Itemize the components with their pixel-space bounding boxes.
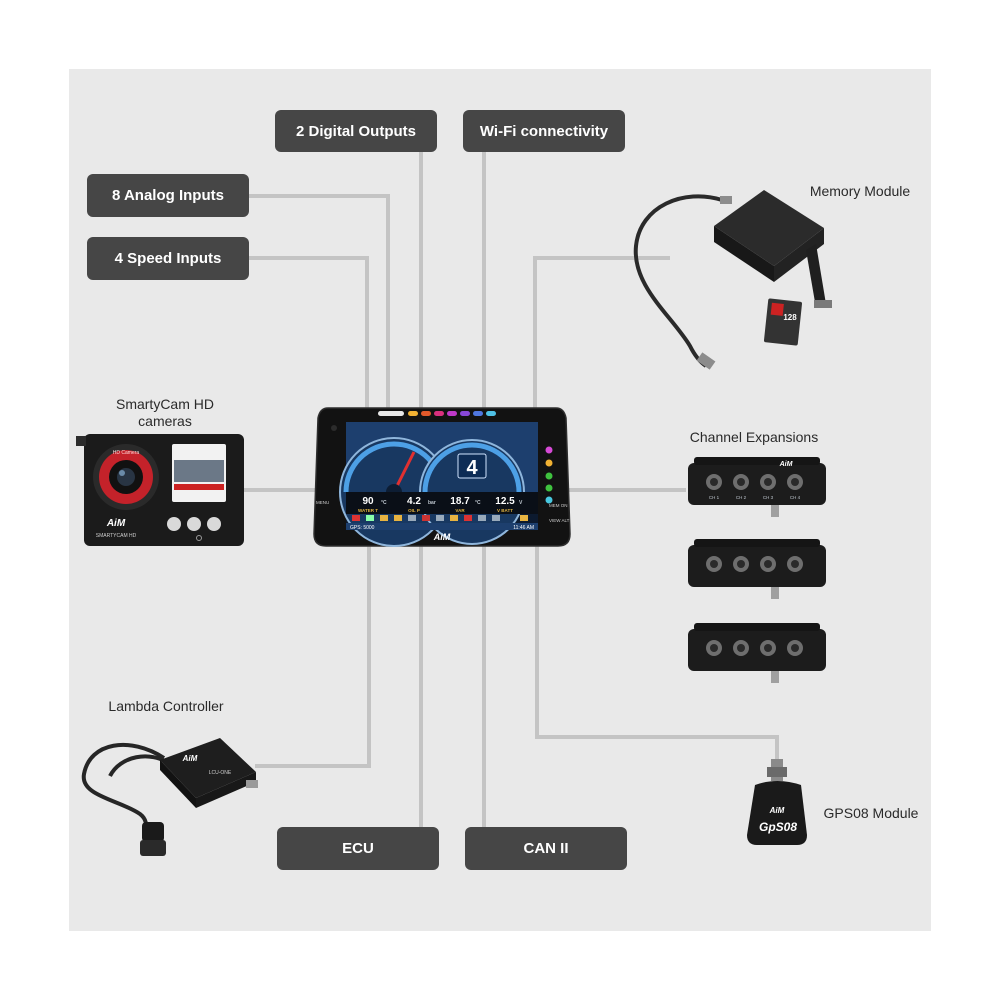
menu-button: MENU — [316, 500, 329, 505]
camera-brand-logo: AiM — [106, 518, 126, 529]
camera-lens-text: HD Camera — [113, 450, 140, 456]
lambda-sensor-plug — [142, 822, 164, 842]
expansion-port-label-4: CH 4 — [790, 495, 801, 500]
var-label: VAR — [455, 508, 465, 513]
sd-card: 128 — [763, 298, 803, 346]
power-icon — [196, 535, 202, 541]
channel-expansions-group: CH 1 CH 2 CH 3 CH 4 AiM — [688, 457, 826, 683]
smartycam-caption-line2: cameras — [138, 413, 192, 429]
vbatt-unit: V — [519, 500, 523, 506]
mem-on-button: MEM ON — [549, 503, 568, 508]
vbatt-value: 12.5 — [495, 496, 515, 507]
expansion-port-label-1: CH 1 — [709, 495, 720, 500]
lambda-brand-logo: AiM — [182, 754, 198, 763]
speed-connector — [248, 256, 369, 412]
memory-module-device: 128 — [633, 190, 832, 370]
memory-module-caption: Memory Module — [809, 183, 911, 199]
memory-cable — [633, 194, 723, 368]
lambda-controller-device: AiM LCU-ONE — [81, 738, 258, 856]
warning-icons-row — [352, 515, 528, 521]
wifi-label: Wi-Fi connectivity — [463, 110, 625, 152]
can-label: CAN II — [465, 827, 627, 870]
analog-inputs-label: 8 Analog Inputs — [87, 174, 249, 217]
lambda-cable — [81, 743, 166, 833]
gps-brand-logo: AiM — [769, 806, 785, 815]
digital-outputs-label: 2 Digital Outputs — [275, 110, 437, 152]
gear-indicator: 4 — [466, 457, 478, 479]
oil-pressure-unit: bar — [428, 500, 436, 506]
memory-connector — [533, 256, 670, 412]
var-value: 18.7 — [450, 496, 470, 507]
lambda-connector — [255, 546, 371, 768]
camera-button-2[interactable] — [187, 517, 201, 531]
smartycam-caption-line1: SmartyCam HD — [115, 396, 214, 412]
water-temp-value: 90 — [362, 496, 374, 507]
gps-model-logo: GpS08 — [759, 820, 797, 834]
water-temp-unit: °C — [381, 500, 387, 506]
view-alt-button: VIEW ALT — [549, 518, 570, 523]
var-unit: °C — [475, 500, 481, 506]
vbatt-label: V BATT — [497, 508, 513, 513]
status-right: 11:46 AM — [513, 525, 534, 531]
channel-expansion-3 — [688, 623, 826, 683]
channel-expansions-caption: Channel Expansions — [689, 429, 819, 445]
sd-card-capacity: 128 — [783, 313, 797, 322]
expansion-brand-logo: AiM — [779, 461, 793, 468]
dash-display: 4 90 °C 4.2 bar 18.7 °C 12.5 V WATER T O… — [313, 407, 571, 547]
channel-expansion-2 — [688, 539, 826, 599]
lambda-controller-caption: Lambda Controller — [108, 698, 224, 714]
status-left: GPS: 5000 — [350, 525, 375, 531]
expansion-port-label-3: CH 3 — [763, 495, 774, 500]
speed-inputs-label: 4 Speed Inputs — [87, 237, 249, 280]
smartycam-device: HD Camera AiM SMARTYCAM HD — [76, 434, 244, 546]
lambda-model: LCU-ONE — [209, 770, 232, 776]
smartycam-caption: SmartyCam HD cameras — [95, 396, 235, 430]
channel-expansion-1 — [688, 457, 826, 517]
gps-connector — [535, 546, 779, 760]
camera-button-1[interactable] — [167, 517, 181, 531]
analog-connector — [248, 194, 390, 412]
oil-pressure-label: OIL P — [408, 508, 420, 513]
expansion-port-label-2: CH 2 — [736, 495, 747, 500]
gps08-device: AiM GpS08 — [747, 759, 807, 845]
camera-model: SMARTYCAM HD — [96, 533, 137, 539]
water-temp-label: WATER T — [358, 508, 378, 513]
camera-button-3[interactable] — [207, 517, 221, 531]
gps08-caption: GPS08 Module — [823, 805, 919, 821]
ecu-label: ECU — [277, 827, 439, 870]
side-leds — [545, 446, 553, 504]
oil-pressure-value: 4.2 — [407, 496, 421, 507]
shift-lights — [378, 411, 496, 416]
dash-brand-logo: AiM — [433, 532, 451, 542]
